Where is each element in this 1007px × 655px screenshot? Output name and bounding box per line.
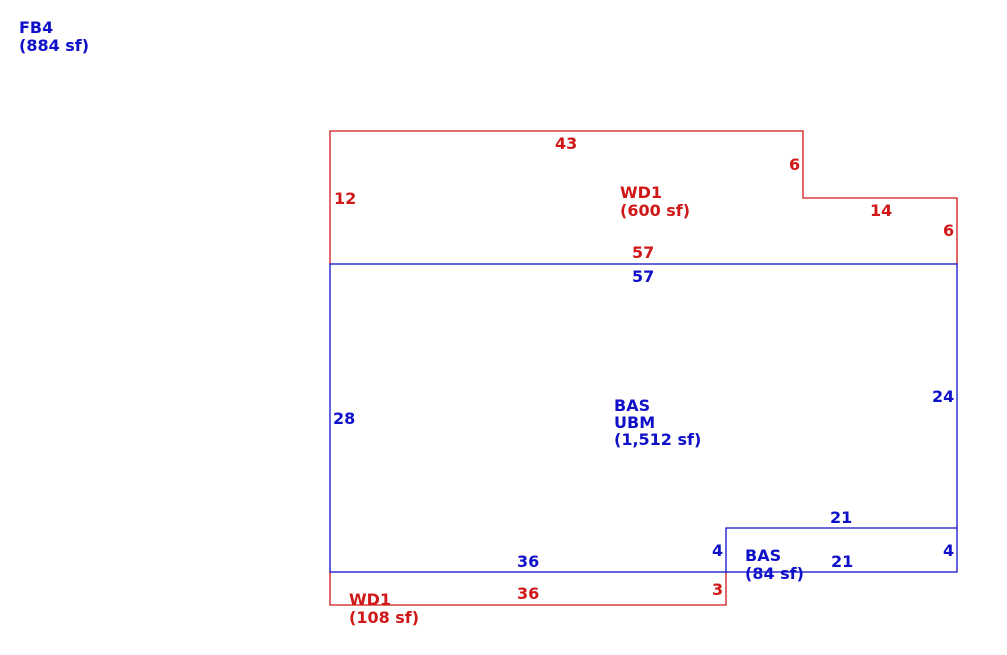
wd1-top-dim-step-top: 14 <box>870 201 892 220</box>
bas-small-outline <box>725 527 957 572</box>
wd1-top-dim-left: 12 <box>334 189 356 208</box>
bas-small-dim-bottom: 21 <box>831 552 853 571</box>
bas-small-dim-top: 21 <box>830 508 852 527</box>
wd1-top-dim-right: 6 <box>943 221 954 240</box>
bas-main-dim-bottom: 36 <box>517 552 539 571</box>
bas-main-area: (1,512 sf) <box>614 430 701 449</box>
wd1-top-outline <box>329 130 958 264</box>
wd1-bottom-dim-right: 3 <box>712 580 723 599</box>
bas-main-outline <box>329 263 958 573</box>
wd1-top-dim-top: 43 <box>555 134 577 153</box>
bas-main-code: BAS <box>614 396 650 415</box>
bas-small-code: BAS <box>745 546 781 565</box>
header-area: (884 sf) <box>19 36 89 55</box>
wd1-top-dim-bottom: 57 <box>632 243 654 262</box>
wd1-bottom-code: WD1 <box>349 590 391 609</box>
wd1-top-area: (600 sf) <box>620 201 690 220</box>
bas-main-dim-left: 28 <box>333 409 355 428</box>
bas-small-area: (84 sf) <box>745 564 804 583</box>
wd1-bottom-outline <box>329 572 727 606</box>
wd1-top-dim-step: 6 <box>789 155 800 174</box>
bas-main-dim-top: 57 <box>632 267 654 286</box>
wd1-bottom-dim-top: 36 <box>517 584 539 603</box>
header-code: FB4 <box>19 18 53 37</box>
bas-small-dim-left: 4 <box>712 541 723 560</box>
bas-main-code2: UBM <box>614 413 655 432</box>
wd1-top-code: WD1 <box>620 183 662 202</box>
wd1-bottom-area: (108 sf) <box>349 608 419 627</box>
bas-small-dim-right: 4 <box>943 541 954 560</box>
bas-main-dim-right: 24 <box>932 387 954 406</box>
